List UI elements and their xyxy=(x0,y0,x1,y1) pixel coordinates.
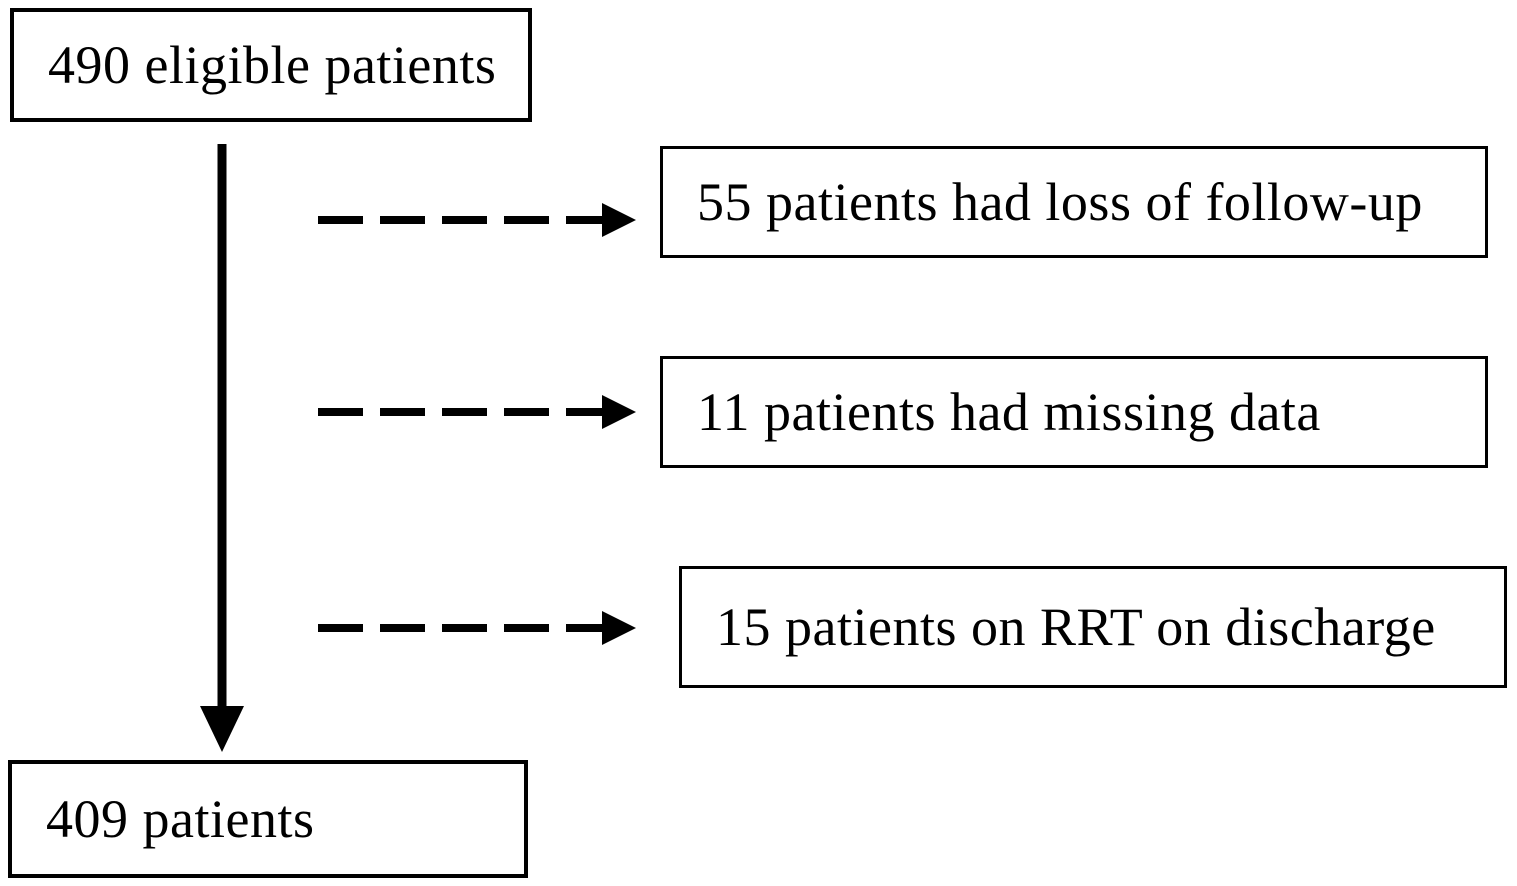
node-eligible-patients: 490 eligible patients xyxy=(10,8,532,122)
node-missing-data-label: 11 patients had missing data xyxy=(697,382,1321,442)
node-loss-of-follow-up-label: 55 patients had loss of follow-up xyxy=(697,172,1423,232)
arrow-eligible-to-missing-data xyxy=(318,395,636,429)
arrow-eligible-to-final xyxy=(200,144,244,752)
arrow-eligible-to-rrt-discharge xyxy=(318,611,636,645)
node-final-patients-label: 409 patients xyxy=(46,789,315,849)
node-final-patients: 409 patients xyxy=(8,760,528,878)
node-missing-data: 11 patients had missing data xyxy=(660,356,1488,468)
node-rrt-on-discharge-label: 15 patients on RRT on discharge xyxy=(716,597,1436,657)
arrow-eligible-to-loss-followup xyxy=(318,203,636,237)
node-eligible-patients-label: 490 eligible patients xyxy=(48,35,497,95)
node-rrt-on-discharge: 15 patients on RRT on discharge xyxy=(679,566,1507,688)
node-loss-of-follow-up: 55 patients had loss of follow-up xyxy=(660,146,1488,258)
